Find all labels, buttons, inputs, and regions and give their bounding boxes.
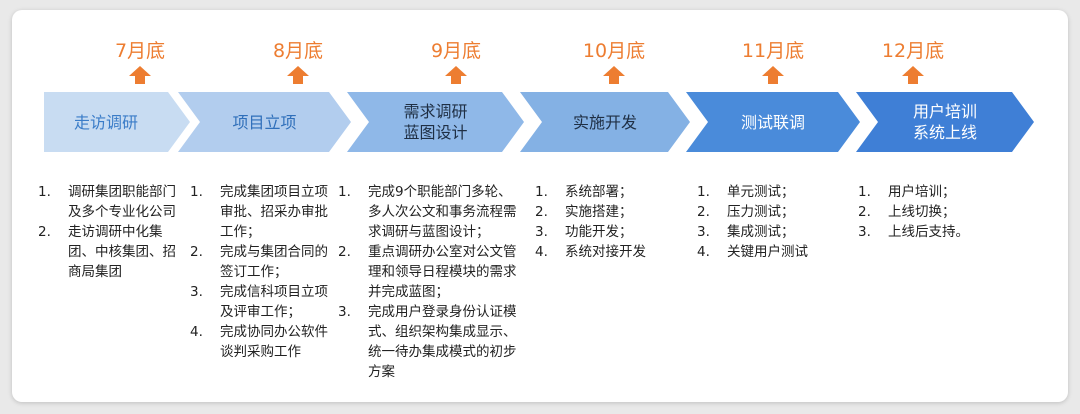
list-item-text: 完成用户登录身份认证模式、组织架构集成显示、统一待办集成模式的初步方案 — [368, 304, 517, 380]
list-item: 4. 完成协同办公软件谈判采购工作 — [190, 322, 330, 362]
up-arrow-icon — [603, 66, 625, 84]
list-item-number: 2. — [858, 204, 871, 220]
list-item: 4. 系统对接开发 — [535, 242, 685, 262]
list-item: 2. 完成与集团合同的签订工作； — [190, 242, 330, 282]
list-item-number: 2. — [190, 244, 203, 260]
month-label-6: 12月底 — [881, 40, 945, 62]
list-item: 2. 上线切换； — [858, 202, 1008, 222]
list-item-number: 1. — [38, 184, 51, 200]
timeline-card — [12, 10, 1068, 402]
stage-label-2: 项目立项 — [232, 112, 297, 132]
list-item-text: 功能开发； — [565, 224, 633, 240]
list-item: 1. 系统部署； — [535, 182, 685, 202]
list-item: 3. 上线后支持。 — [858, 222, 1008, 242]
list-item: 2. 实施搭建； — [535, 202, 685, 222]
stage-task-list-3: 1. 完成9个职能部门多轮、多人次公文和事务流程需求调研与蓝图设计； 2. 重点调研办… — [338, 182, 518, 382]
list-item: 2. 压力测试； — [697, 202, 847, 222]
list-item-text: 关键用户测试 — [727, 244, 808, 260]
list-item-number: 1. — [858, 184, 871, 200]
list-item-text: 上线切换； — [888, 204, 956, 220]
stage-chevron-1 — [44, 92, 190, 152]
list-item-text: 实施搭建； — [565, 204, 633, 220]
list-item-text: 走访调研中化集团、中核集团、招商局集团 — [68, 224, 176, 280]
list-item-number: 4. — [190, 324, 203, 340]
list-item: 2. 重点调研办公室对公文管理和领导日程模块的需求并完成蓝图； — [338, 242, 518, 302]
up-arrow-icon — [287, 66, 309, 84]
list-item-text: 完成集团项目立项审批、招采办审批工作； — [220, 184, 328, 240]
list-item: 1. 完成集团项目立项审批、招采办审批工作； — [190, 182, 330, 242]
list-item-text: 压力测试； — [727, 204, 795, 220]
list-item-number: 1. — [535, 184, 548, 200]
list-item: 1. 完成9个职能部门多轮、多人次公文和事务流程需求调研与蓝图设计； — [338, 182, 518, 242]
list-item-text: 系统对接开发 — [565, 244, 646, 260]
month-label-2: 8月底 — [272, 40, 324, 62]
list-item-number: 1. — [190, 184, 203, 200]
list-item-text: 完成与集团合同的签订工作； — [220, 244, 328, 280]
stage-task-list-1: 1. 调研集团职能部门及多个专业化公司 2. 走访调研中化集团、中核集团、招商局集团 — [38, 182, 176, 282]
list-item-text: 集成测试； — [727, 224, 795, 240]
list-item: 1. 用户培训； — [858, 182, 1008, 202]
list-item-number: 3. — [858, 224, 871, 240]
stage-task-list-4: 1. 系统部署； 2. 实施搭建； 3. 功能开发； 4. 系统对接开发 — [535, 182, 685, 262]
list-item: 3. 集成测试； — [697, 222, 847, 242]
list-item-number: 3. — [338, 304, 351, 320]
month-label-3: 9月底 — [430, 40, 482, 62]
up-arrow-icon — [129, 66, 151, 84]
list-item: 1. 调研集团职能部门及多个专业化公司 — [38, 182, 176, 222]
list-item: 3. 完成信科项目立项及评审工作； — [190, 282, 330, 322]
stage-label-4: 实施开发 — [572, 112, 637, 132]
up-arrow-icon — [762, 66, 784, 84]
list-item-number: 3. — [535, 224, 548, 240]
list-item-number: 1. — [338, 184, 351, 200]
stage-task-list-2: 1. 完成集团项目立项审批、招采办审批工作； 2. 完成与集团合同的签订工作； 3. 完成… — [190, 182, 330, 362]
stage-label-3: 需求调研 蓝图设计 — [403, 102, 468, 142]
list-item-number: 2. — [697, 204, 710, 220]
list-item: 3. 完成用户登录身份认证模式、组织架构集成显示、统一待办集成模式的初步方案 — [338, 302, 518, 382]
stage-chevron-6 — [856, 92, 1034, 152]
list-item: 4. 关键用户测试 — [697, 242, 847, 262]
list-item-text: 系统部署； — [565, 184, 633, 200]
up-arrow-icon — [445, 66, 467, 84]
month-label-5: 11月底 — [741, 40, 805, 62]
stage-chevron-4 — [520, 92, 690, 152]
stage-chevron-5 — [686, 92, 860, 152]
list-item-text: 完成协同办公软件谈判采购工作 — [220, 324, 328, 360]
list-item: 2. 走访调研中化集团、中核集团、招商局集团 — [38, 222, 176, 282]
stage-chevron-2 — [178, 92, 351, 152]
list-item-text: 上线后支持。 — [888, 224, 969, 240]
list-item-text: 完成9个职能部门多轮、多人次公文和事务流程需求调研与蓝图设计； — [368, 184, 517, 240]
stage-label-5: 测试联调 — [740, 112, 805, 132]
list-item-number: 2. — [535, 204, 548, 220]
stage-task-list-5: 1. 单元测试； 2. 压力测试； 3. 集成测试； 4. 关键用户测试 — [697, 182, 847, 262]
list-item-number: 4. — [535, 244, 548, 260]
list-item-text: 用户培训； — [888, 184, 956, 200]
list-item-number: 3. — [190, 284, 203, 300]
list-item-number: 2. — [338, 244, 351, 260]
list-item-text: 完成信科项目立项及评审工作； — [220, 284, 328, 320]
list-item-number: 4. — [697, 244, 710, 260]
stage-label-6: 用户培训 系统上线 — [912, 102, 977, 142]
stage-task-list-6: 1. 用户培训； 2. 上线切换； 3. 上线后支持。 — [858, 182, 1008, 242]
month-label-4: 10月底 — [582, 40, 646, 62]
month-label-1: 7月底 — [114, 40, 166, 62]
list-item-text: 调研集团职能部门及多个专业化公司 — [68, 184, 176, 220]
list-item-text: 单元测试； — [727, 184, 795, 200]
list-item: 3. 功能开发； — [535, 222, 685, 242]
list-item-number: 3. — [697, 224, 710, 240]
up-arrow-icon — [902, 66, 924, 84]
list-item-text: 重点调研办公室对公文管理和领导日程模块的需求并完成蓝图； — [368, 244, 517, 300]
stage-label-1: 走访调研 — [73, 112, 138, 132]
list-item: 1. 单元测试； — [697, 182, 847, 202]
list-item-number: 2. — [38, 224, 51, 240]
stage-chevron-3 — [347, 92, 524, 152]
list-item-number: 1. — [697, 184, 710, 200]
